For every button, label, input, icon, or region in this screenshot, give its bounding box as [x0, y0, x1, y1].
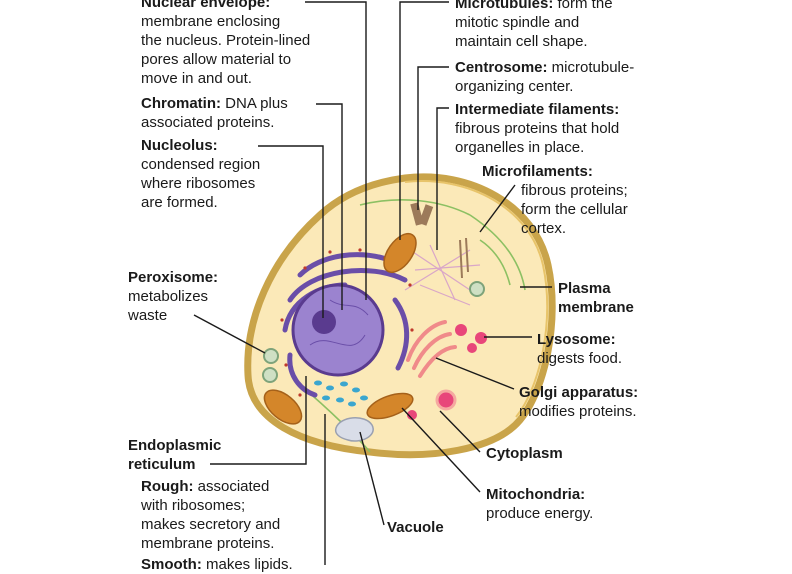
nucleus-shape: [291, 283, 385, 377]
label-cytoplasm: Cytoplasm: [486, 445, 563, 462]
label-lysosome: Lysosome: digests food.: [537, 331, 623, 367]
label-plasma-membrane: Plasma membrane: [558, 280, 634, 316]
label-smooth-er: Smooth: makes lipids.: [141, 556, 293, 573]
mitochondria-shape: [263, 232, 417, 425]
label-intermediate-filaments: Intermediate filaments: fibrous proteins…: [455, 101, 620, 156]
label-peroxisome: Peroxisome: metabolizes waste: [128, 269, 219, 324]
intermediate-filaments-shape: [459, 237, 469, 279]
label-rough-er: Rough: associated with ribosomes; makes …: [141, 478, 281, 552]
label-centrosome: Centrosome: microtubule- organizing cent…: [455, 59, 635, 95]
label-nuclear-envelope: Nuclear envelope: membrane enclosing the…: [141, 0, 311, 87]
plasma-membrane-shape: [244, 173, 556, 459]
nucleolus-shape: [312, 310, 336, 334]
label-golgi-apparatus: Golgi apparatus: modifies proteins.: [519, 384, 639, 420]
smooth-er-shape: [314, 380, 368, 407]
label-mitochondria: Mitochondria: produce energy.: [486, 486, 594, 522]
lysosome-shape: [407, 324, 487, 420]
label-chromatin: Chromatin: DNA plus associated proteins.: [141, 95, 288, 131]
centrosome-shape: [410, 202, 434, 226]
label-microtubules: Microtubules: form the mitotic spindle a…: [455, 0, 613, 50]
label-vacuole: Vacuole: [387, 519, 444, 536]
label-microfilaments: Microfilaments: fibrous proteins; form t…: [482, 163, 628, 237]
label-nucleolus: Nucleolus: condensed region where riboso…: [141, 137, 261, 211]
vacuole-shape: [334, 417, 374, 442]
peroxisome-shape: [262, 281, 485, 383]
label-endoplasmic-reticulum: Endoplasmic reticulum: [128, 437, 222, 473]
microtubules-shape: [404, 244, 481, 306]
golgi-shape: [406, 320, 457, 378]
